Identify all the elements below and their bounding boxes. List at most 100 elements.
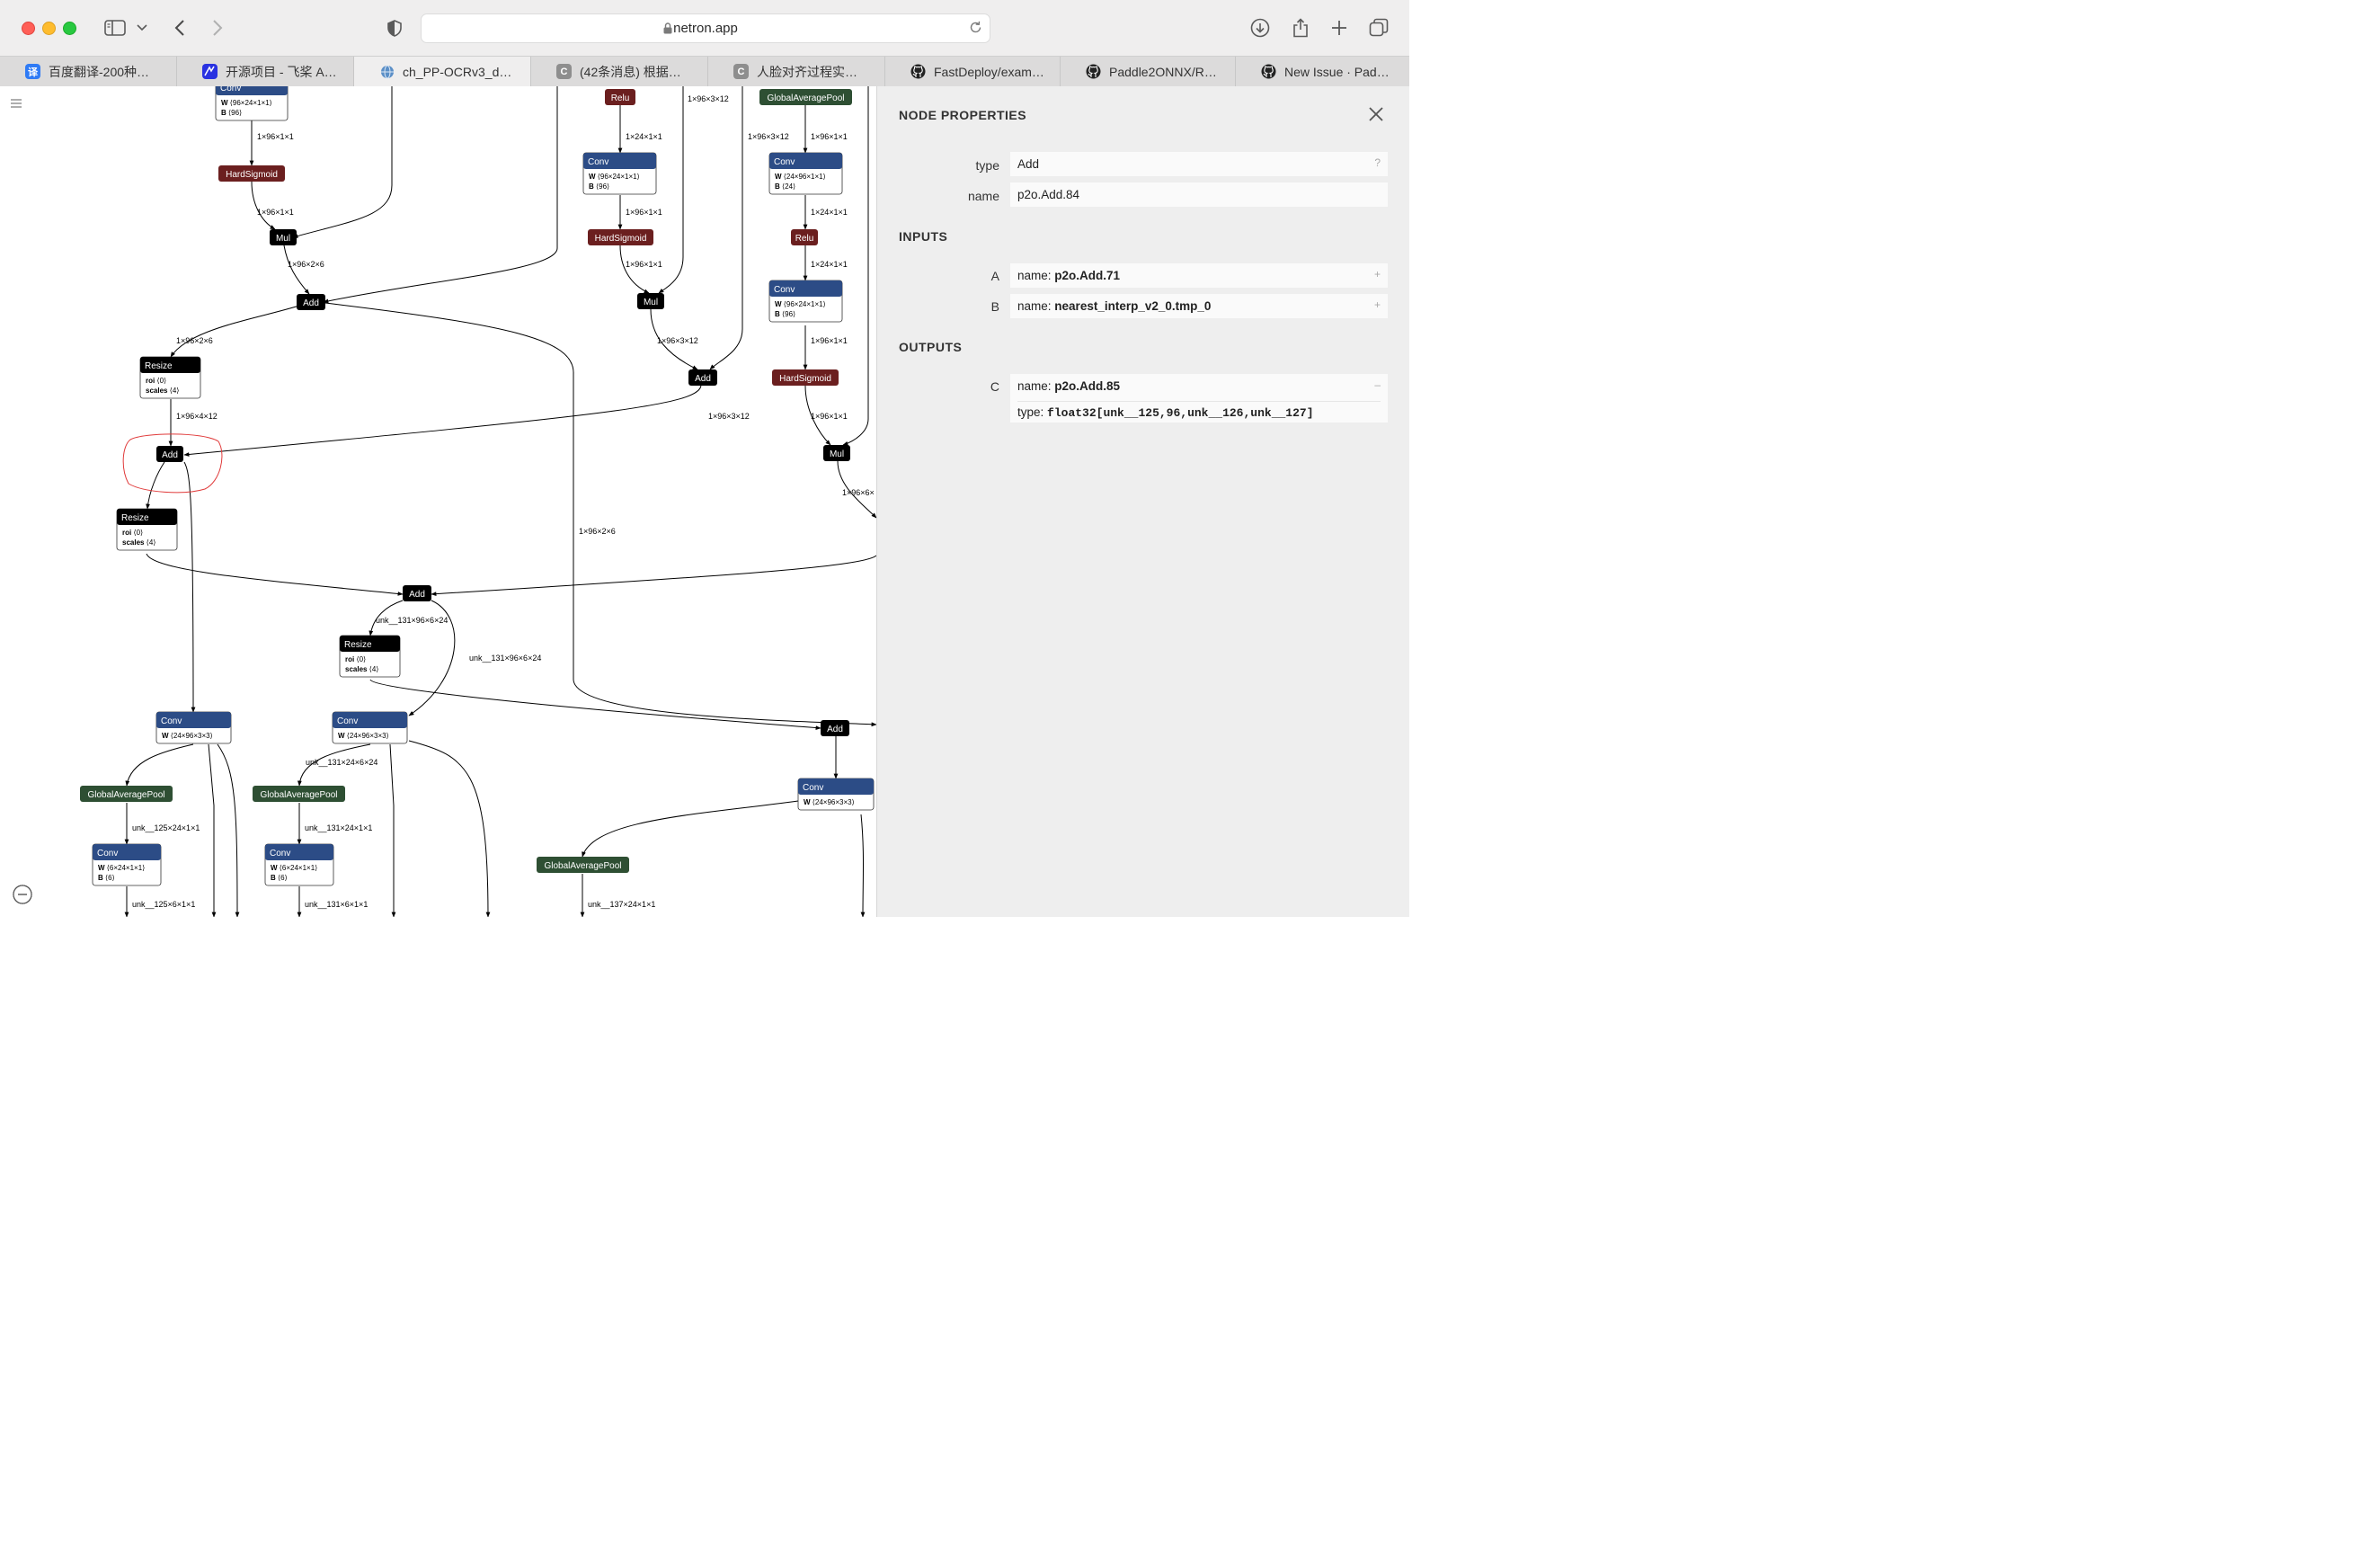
tab-overview-icon[interactable] [1368, 14, 1390, 41]
node-header[interactable] [297, 294, 325, 310]
node-header[interactable] [333, 712, 407, 728]
csdn-icon: C [733, 64, 749, 79]
share-icon[interactable] [1290, 14, 1311, 41]
graph-node-relu_1[interactable]: Relu [605, 89, 635, 105]
tab-fastdeploy[interactable]: FastDeploy/exam… [885, 57, 1061, 86]
node-header[interactable] [340, 636, 400, 652]
node-header[interactable] [156, 446, 183, 462]
graph-node-mul_1[interactable]: Mul [270, 229, 297, 245]
name-field[interactable]: p2o.Add.84 [1010, 182, 1388, 207]
close-window-button[interactable] [22, 22, 35, 35]
graph-node-add_4[interactable]: Add [821, 720, 849, 736]
tab-new-issue[interactable]: New Issue · Pad… [1236, 57, 1409, 86]
node-header[interactable] [588, 229, 653, 245]
graph-node-gap_b1[interactable]: GlobalAveragePool [80, 786, 173, 802]
node-header[interactable] [769, 280, 842, 297]
input-b-value: nearest_interp_v2_0.tmp_0 [1054, 299, 1212, 313]
node-header[interactable] [93, 844, 161, 860]
graph-node-add_3[interactable]: Add [403, 585, 431, 601]
graph-node-hardsigmoid_3[interactable]: HardSigmoid [772, 369, 839, 386]
node-header[interactable] [270, 229, 297, 245]
privacy-shield-icon[interactable] [385, 14, 404, 41]
node-header[interactable] [156, 712, 231, 728]
tab-csdn-2[interactable]: C 人脸对齐过程实… [708, 57, 885, 86]
collapse-icon[interactable]: – [1374, 378, 1381, 391]
graph-node-gap_b2[interactable]: GlobalAveragePool [253, 786, 345, 802]
node-header[interactable] [823, 445, 850, 461]
graph-node-add_1[interactable]: Add [297, 294, 325, 310]
input-a-field[interactable]: name: p2o.Add.71 + [1010, 263, 1388, 288]
node-header[interactable] [216, 86, 288, 95]
expand-icon[interactable]: + [1373, 268, 1381, 280]
sidebar-toggle-icon[interactable] [102, 14, 128, 41]
node-header[interactable] [117, 509, 177, 525]
node-header[interactable] [583, 153, 656, 169]
graph-node-gap_b3[interactable]: GlobalAveragePool [537, 857, 629, 873]
minimize-window-button[interactable] [42, 22, 56, 35]
close-icon[interactable] [1369, 102, 1383, 128]
reload-icon[interactable] [969, 21, 982, 39]
node-header[interactable] [769, 153, 842, 169]
graph-node-mul_3[interactable]: Mul [823, 445, 850, 461]
chevron-down-icon[interactable] [135, 14, 149, 41]
node-title: GlobalAveragePool [768, 93, 845, 103]
node-header[interactable] [218, 165, 285, 182]
tab-paddle[interactable]: 开源项目 - 飞桨 A… [177, 57, 354, 86]
node-header[interactable] [791, 229, 818, 245]
expand-icon[interactable]: + [1373, 298, 1381, 311]
download-icon[interactable] [1249, 14, 1271, 41]
graph-node-mul_2[interactable]: Mul [637, 293, 664, 309]
node-header[interactable] [821, 720, 849, 736]
node-header[interactable] [140, 357, 200, 373]
graph-node-hardsigmoid_1[interactable]: HardSigmoid [218, 165, 285, 182]
graph-node-hardsigmoid_2[interactable]: HardSigmoid [588, 229, 653, 245]
node-attribute: roi ⟨0⟩ [122, 529, 143, 537]
node-header[interactable] [759, 89, 852, 105]
node-title: Conv [803, 783, 823, 793]
node-header[interactable] [537, 857, 629, 873]
graph-node-gap_top[interactable]: GlobalAveragePool [759, 89, 852, 105]
graph-svg[interactable]: 1×96×1×11×96×1×11×96×2×61×96×2×61×96×4×1… [0, 86, 876, 917]
output-c-field[interactable]: name: p2o.Add.85 type: float32[unk__125,… [1010, 374, 1388, 423]
node-header[interactable] [265, 844, 333, 860]
node-header[interactable] [798, 778, 874, 795]
tab-baidu-translate[interactable]: 译 百度翻译-200种… [0, 57, 177, 86]
node-header[interactable] [403, 585, 431, 601]
graph-node-add_2[interactable]: Add [688, 369, 717, 386]
node-title: Relu [611, 93, 630, 103]
input-b-field[interactable]: name: nearest_interp_v2_0.tmp_0 + [1010, 294, 1388, 318]
graph-node-relu_2[interactable]: Relu [791, 229, 818, 245]
node-header[interactable] [772, 369, 839, 386]
back-arrow-icon[interactable] [171, 14, 189, 41]
forward-arrow-icon[interactable] [209, 14, 226, 41]
edge-shape-label: unk__131×96×6×24 [376, 616, 448, 625]
tab-csdn-1[interactable]: C (42条消息) 根据… [531, 57, 708, 86]
help-icon[interactable]: ? [1374, 156, 1381, 169]
node-header[interactable] [637, 293, 664, 309]
type-field[interactable]: Add ? [1010, 152, 1388, 176]
zoom-window-button[interactable] [63, 22, 76, 35]
node-header[interactable] [80, 786, 173, 802]
new-tab-plus-icon[interactable] [1328, 14, 1350, 41]
node-header[interactable] [688, 369, 717, 386]
tab-netron-model[interactable]: ch_PP-OCRv3_d… [354, 57, 531, 86]
tab-paddle2onnx[interactable]: Paddle2ONNX/R… [1061, 57, 1236, 86]
address-bar[interactable]: netron.app [421, 13, 990, 43]
graph-node-add_selected[interactable]: Add [156, 446, 183, 462]
node-header[interactable] [605, 89, 635, 105]
node-header[interactable] [253, 786, 345, 802]
node-title: Resize [344, 640, 372, 650]
